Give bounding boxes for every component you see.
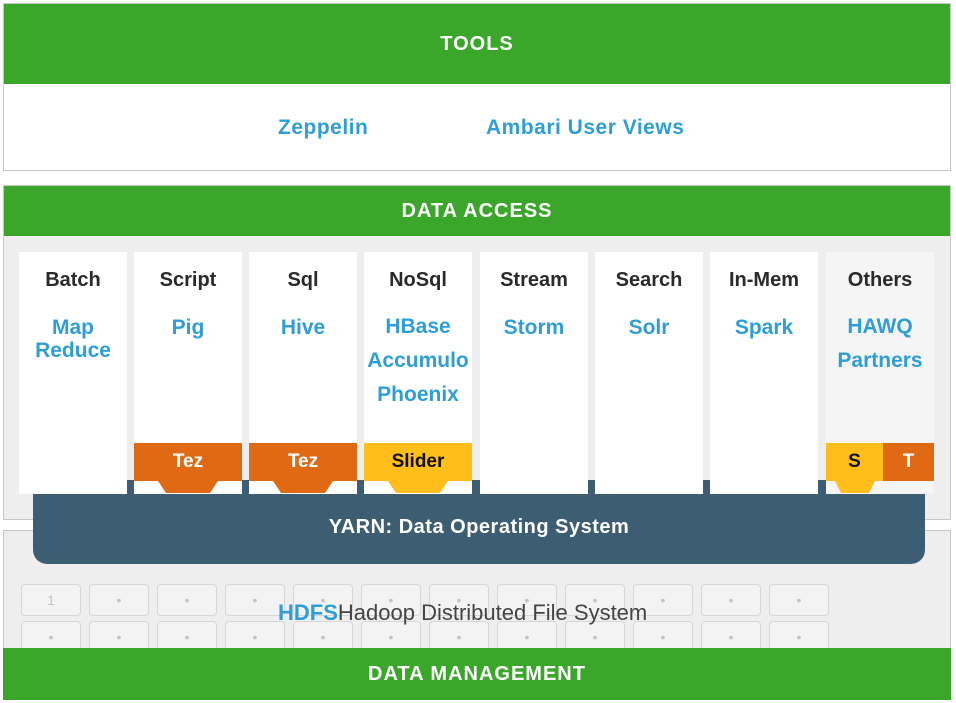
hdfs-block-cell: • <box>293 584 353 616</box>
tools-panel: TOOLS Zeppelin Ambari User Views <box>3 3 951 171</box>
chip-label: Slider <box>391 451 445 472</box>
hdfs-block-cell: • <box>633 584 693 616</box>
engine-category: Others <box>847 269 913 291</box>
hdfs-block-cell: • <box>769 584 829 616</box>
engine-item[interactable]: Hive <box>280 316 326 339</box>
s-chip-others[interactable]: S <box>826 443 883 493</box>
hdfs-block-cell: • <box>225 584 285 616</box>
engine-card-batch: Batch Map Reduce <box>19 252 127 494</box>
chip-label: Tez <box>172 451 204 472</box>
engine-card-search: Search Solr <box>595 252 703 494</box>
t-chip-others[interactable]: T <box>883 443 934 481</box>
engine-item[interactable]: Pig <box>171 316 205 339</box>
chip-notch-icon <box>273 481 333 493</box>
data-access-header: DATA ACCESS <box>4 186 950 236</box>
hdfs-block-cell: • <box>429 584 489 616</box>
engine-items: Solr <box>595 316 703 339</box>
tools-header: TOOLS <box>4 4 950 84</box>
hdfs-block-cell: • <box>769 621 829 653</box>
yarn-label: YARN: Data Operating System <box>328 516 630 538</box>
engine-category: Batch <box>45 269 101 291</box>
engine-category: Stream <box>500 269 568 291</box>
engine-item[interactable]: Solr <box>628 316 670 339</box>
tez-chip-script[interactable]: Tez <box>134 443 242 493</box>
chip-notch-icon <box>834 481 875 493</box>
hdfs-acronym: HDFS <box>278 600 338 625</box>
engine-item[interactable]: HBase <box>385 315 451 338</box>
slider-chip-nosql[interactable]: Slider <box>364 443 472 493</box>
tool-ambari-user-views[interactable]: Ambari User Views <box>486 116 685 139</box>
engine-items: Storm <box>480 316 588 339</box>
hdfs-block-cell: • <box>361 584 421 616</box>
engine-items: Spark <box>710 316 818 339</box>
engine-items: HBase Accumulo Phoenix <box>364 310 472 412</box>
engine-items: Map Reduce <box>19 316 127 362</box>
engine-card-stream: Stream Storm <box>480 252 588 494</box>
engine-item[interactable]: HAWQ <box>847 315 913 338</box>
engine-category: Script <box>159 269 217 291</box>
data-management-footer: DATA MANAGEMENT <box>3 648 951 700</box>
chip-label: T <box>902 451 915 472</box>
engine-category: NoSql <box>389 269 447 291</box>
engine-items: Pig <box>134 316 242 339</box>
hdfs-block-cell: • <box>157 621 217 653</box>
engine-category: In-Mem <box>729 269 799 291</box>
hdfs-block-cell: • <box>565 584 625 616</box>
hdfs-full-name: Hadoop Distributed File System <box>337 600 648 625</box>
chip-label: Tez <box>287 451 319 472</box>
engine-card-in-mem: In-Mem Spark <box>710 252 818 494</box>
tez-chip-sql[interactable]: Tez <box>249 443 357 493</box>
chip-label: S <box>848 451 861 472</box>
hdfs-block-cell: • <box>701 584 761 616</box>
engine-items: HAWQ Partners <box>826 310 934 378</box>
tool-zeppelin[interactable]: Zeppelin <box>278 116 369 139</box>
engine-category: Search <box>615 269 683 291</box>
chip-notch-icon <box>388 481 448 493</box>
engine-item[interactable]: Storm <box>503 316 565 339</box>
engine-item[interactable]: Accumulo <box>367 349 469 372</box>
engine-item[interactable]: Phoenix <box>377 383 459 406</box>
chip-notch-icon <box>158 481 218 493</box>
engine-item[interactable]: Partners <box>837 349 923 372</box>
engine-items: Hive <box>249 316 357 339</box>
hdfs-block-cell: • <box>497 584 557 616</box>
hdfs-block-cell: 1 <box>21 584 81 616</box>
engine-item[interactable]: Spark <box>734 316 794 339</box>
engine-category: Sql <box>287 269 319 291</box>
hdfs-block-cell: • <box>157 584 217 616</box>
hdfs-block-cell: • <box>497 621 557 653</box>
engine-item[interactable]: Reduce <box>35 339 111 362</box>
engine-item[interactable]: Map <box>52 316 94 339</box>
yarn-bar: YARN: Data Operating System <box>33 480 925 564</box>
hdfs-label: HDFSHadoop Distributed File System <box>278 600 647 626</box>
hdfs-block-cell: • <box>89 584 149 616</box>
